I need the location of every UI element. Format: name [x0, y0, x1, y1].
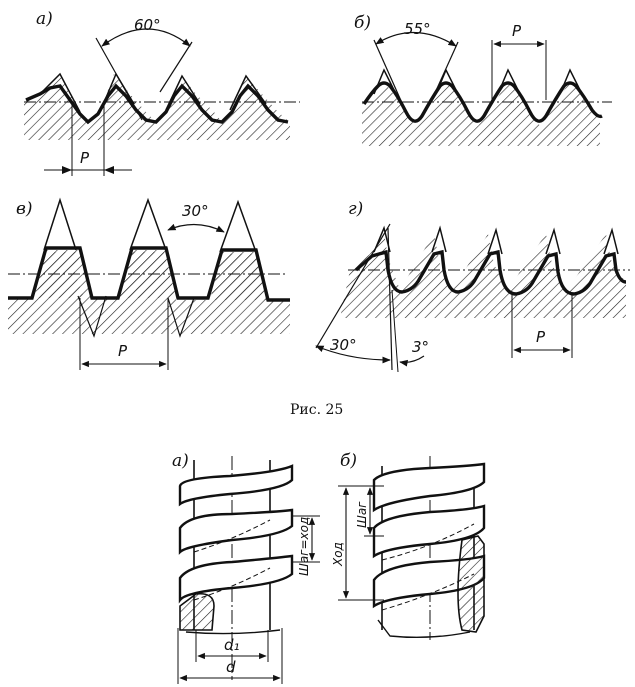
screw-b-section	[457, 535, 485, 633]
thread-g-hatch	[340, 232, 626, 318]
pitch-a-label: P	[80, 149, 90, 167]
screw-panel-b: б) Шаг Ход	[331, 451, 486, 640]
screw-b-lead-label: Ход	[331, 542, 345, 567]
thread-g-flank-3a	[387, 227, 393, 371]
screw-panel-a: а) Шаг=ход d₁ d	[172, 451, 320, 684]
screw-a-section	[179, 592, 215, 631]
thread-g-flank-30	[315, 223, 391, 349]
panel-b-label: б)	[354, 13, 371, 33]
angle-g1-label: 30°	[330, 336, 357, 354]
screw-b-bottom	[377, 619, 471, 639]
angle-v-label: 30°	[182, 202, 209, 220]
thread-panel-g: г) 30° 3° P	[315, 199, 630, 373]
angle-b-label: 55°	[404, 20, 431, 38]
thread-v-angle-arc	[167, 223, 225, 233]
pitch-v-label: P	[118, 342, 128, 360]
thread-g-flank-3b	[391, 289, 399, 373]
figure-caption: Рис. 25	[290, 402, 343, 418]
pitch-g-label: P	[536, 328, 546, 346]
thread-g-arc-30	[315, 345, 391, 364]
thread-v-teeth-outer	[43, 197, 257, 253]
angle-g2-label: 3°	[412, 338, 429, 356]
screw-a-d-label: d	[226, 658, 236, 676]
thread-panel-v: в) 30° P	[8, 197, 290, 370]
screw-b-band-2	[372, 504, 486, 559]
thread-panel-a: а) 60° P	[24, 9, 300, 176]
thread-a-angle-leg-left	[95, 37, 143, 121]
thread-a-hatch	[24, 74, 290, 140]
thread-v-lower-vees	[77, 295, 195, 338]
thread-b-hatch	[362, 80, 600, 146]
panel-a-label: а)	[36, 9, 53, 29]
screw-a-thread-band-1	[178, 464, 294, 507]
thread-b-angle-leg-right	[429, 41, 459, 105]
screw-b-step-label: Шаг	[355, 501, 369, 528]
thread-v-profile	[8, 246, 290, 302]
angle-a-label: 60°	[134, 16, 161, 34]
thread-b-profile	[362, 81, 603, 123]
thread-v-teeth-fill-left	[36, 250, 268, 300]
screw-b-label: б)	[340, 451, 357, 471]
screw-a-thread-band-2	[178, 508, 294, 555]
screw-a-label: а)	[172, 451, 189, 471]
thread-g-arc-3	[399, 355, 425, 367]
thread-panel-b: б) 55° P	[354, 13, 612, 146]
thread-b-teeth-outer	[373, 68, 583, 95]
thread-b-angle-leg-left	[373, 39, 407, 113]
screw-b-band-1	[372, 462, 486, 513]
thread-a-angle-leg-right	[159, 41, 193, 93]
thread-g-profile	[354, 249, 627, 296]
thread-a-profile	[25, 83, 289, 125]
thread-b-angle-arc	[375, 31, 457, 47]
panel-v-label: в)	[16, 199, 33, 219]
screw-a-vertical-label: Шаг=ход	[297, 517, 311, 576]
screw-a-thread-band-3	[178, 554, 294, 604]
panel-g-label: г)	[348, 199, 363, 219]
thread-g-teeth-outer	[373, 225, 619, 255]
screw-a-bottom	[185, 629, 281, 635]
screw-a-d1-label: d₁	[224, 636, 240, 654]
thread-a-angle-arc	[101, 28, 191, 47]
pitch-b-label: P	[512, 22, 522, 40]
